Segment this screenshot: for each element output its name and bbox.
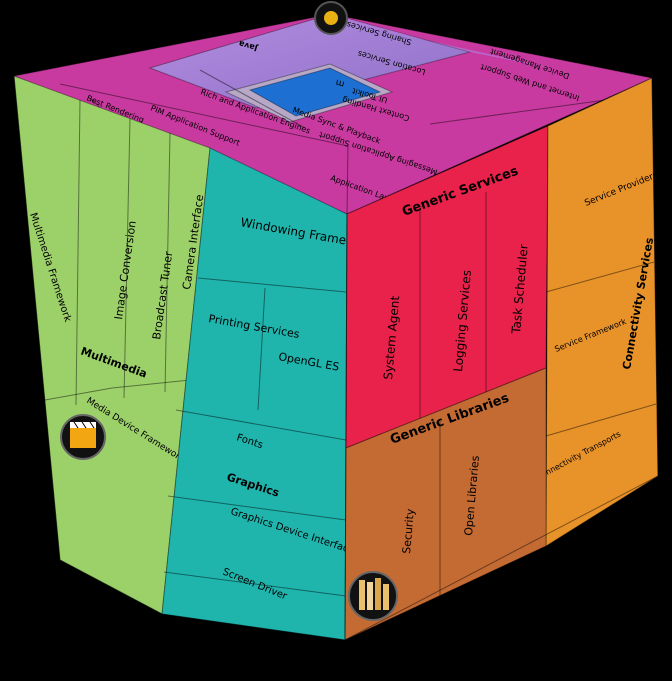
top-center-box (248, 67, 382, 117)
graphics-face (161, 147, 348, 641)
top-face (12, 13, 654, 215)
books-icon (348, 571, 398, 621)
clapperboard-icon (60, 414, 106, 460)
connectivity-face (545, 77, 659, 547)
top-center-label: m (335, 77, 346, 89)
gl-security: Security (400, 508, 417, 555)
generic-libraries-face (344, 367, 547, 641)
top-emblem-icon (314, 1, 348, 35)
